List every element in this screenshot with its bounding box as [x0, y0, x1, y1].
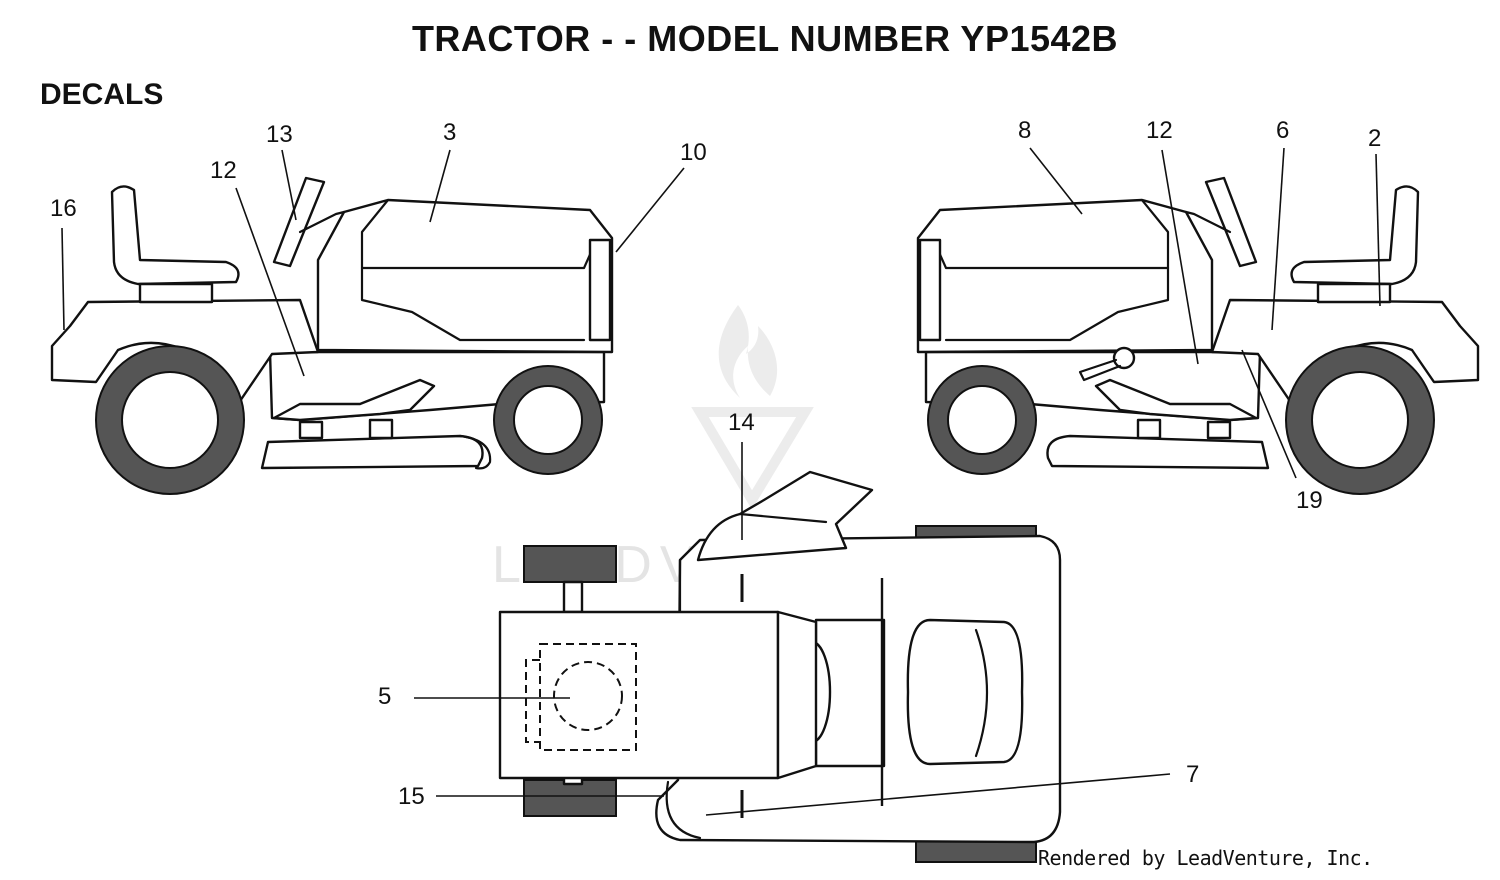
callout-19-right: 19: [1296, 487, 1323, 514]
callout-13-left: 13: [266, 121, 293, 148]
steering-wheel-left: [272, 176, 326, 268]
callouts-right: 8 12 6 2 19: [1018, 117, 1381, 514]
mower-deck-right: [1046, 434, 1270, 470]
callouts-left: 16 12 13 3 10: [50, 119, 707, 377]
callouts-top: 14 5 15 7: [378, 409, 1199, 816]
tractor-top-view: [498, 470, 1062, 863]
discharge-chute: [696, 470, 874, 562]
decal-outline-5: [539, 643, 637, 751]
seat-right: [1290, 185, 1420, 286]
callout-16-left: 16: [50, 195, 77, 222]
hood-right: [916, 198, 1214, 354]
callout-15-top: 15: [398, 783, 425, 810]
callout-7-top: 7: [1186, 761, 1199, 788]
callout-12-left: 12: [210, 157, 237, 184]
page-title: TRACTOR - - MODEL NUMBER YP1542B: [411, 18, 1119, 59]
callout-14-top: 14: [728, 409, 755, 436]
section-title: DECALS: [40, 78, 164, 111]
callout-6-right: 6: [1276, 117, 1289, 144]
seat-left: [110, 185, 240, 286]
callout-8-right: 8: [1018, 117, 1031, 144]
callout-2-right: 2: [1368, 125, 1381, 152]
hood-top: [498, 610, 780, 780]
callout-10-left: 10: [680, 139, 707, 166]
callout-5-top: 5: [378, 683, 391, 710]
hood-left: [316, 198, 614, 354]
front-right-tire-top: [523, 779, 617, 817]
credit-text: Rendered by LeadVenture, Inc.: [1038, 846, 1373, 870]
mower-deck-left: [260, 434, 484, 470]
front-left-tire-top: [523, 545, 617, 583]
seat-top: [906, 618, 1024, 766]
tractor-right-view: [916, 176, 1480, 495]
callout-3-left: 3: [443, 119, 456, 146]
tractor-left-view: [50, 176, 614, 495]
callout-12-right: 12: [1146, 117, 1173, 144]
